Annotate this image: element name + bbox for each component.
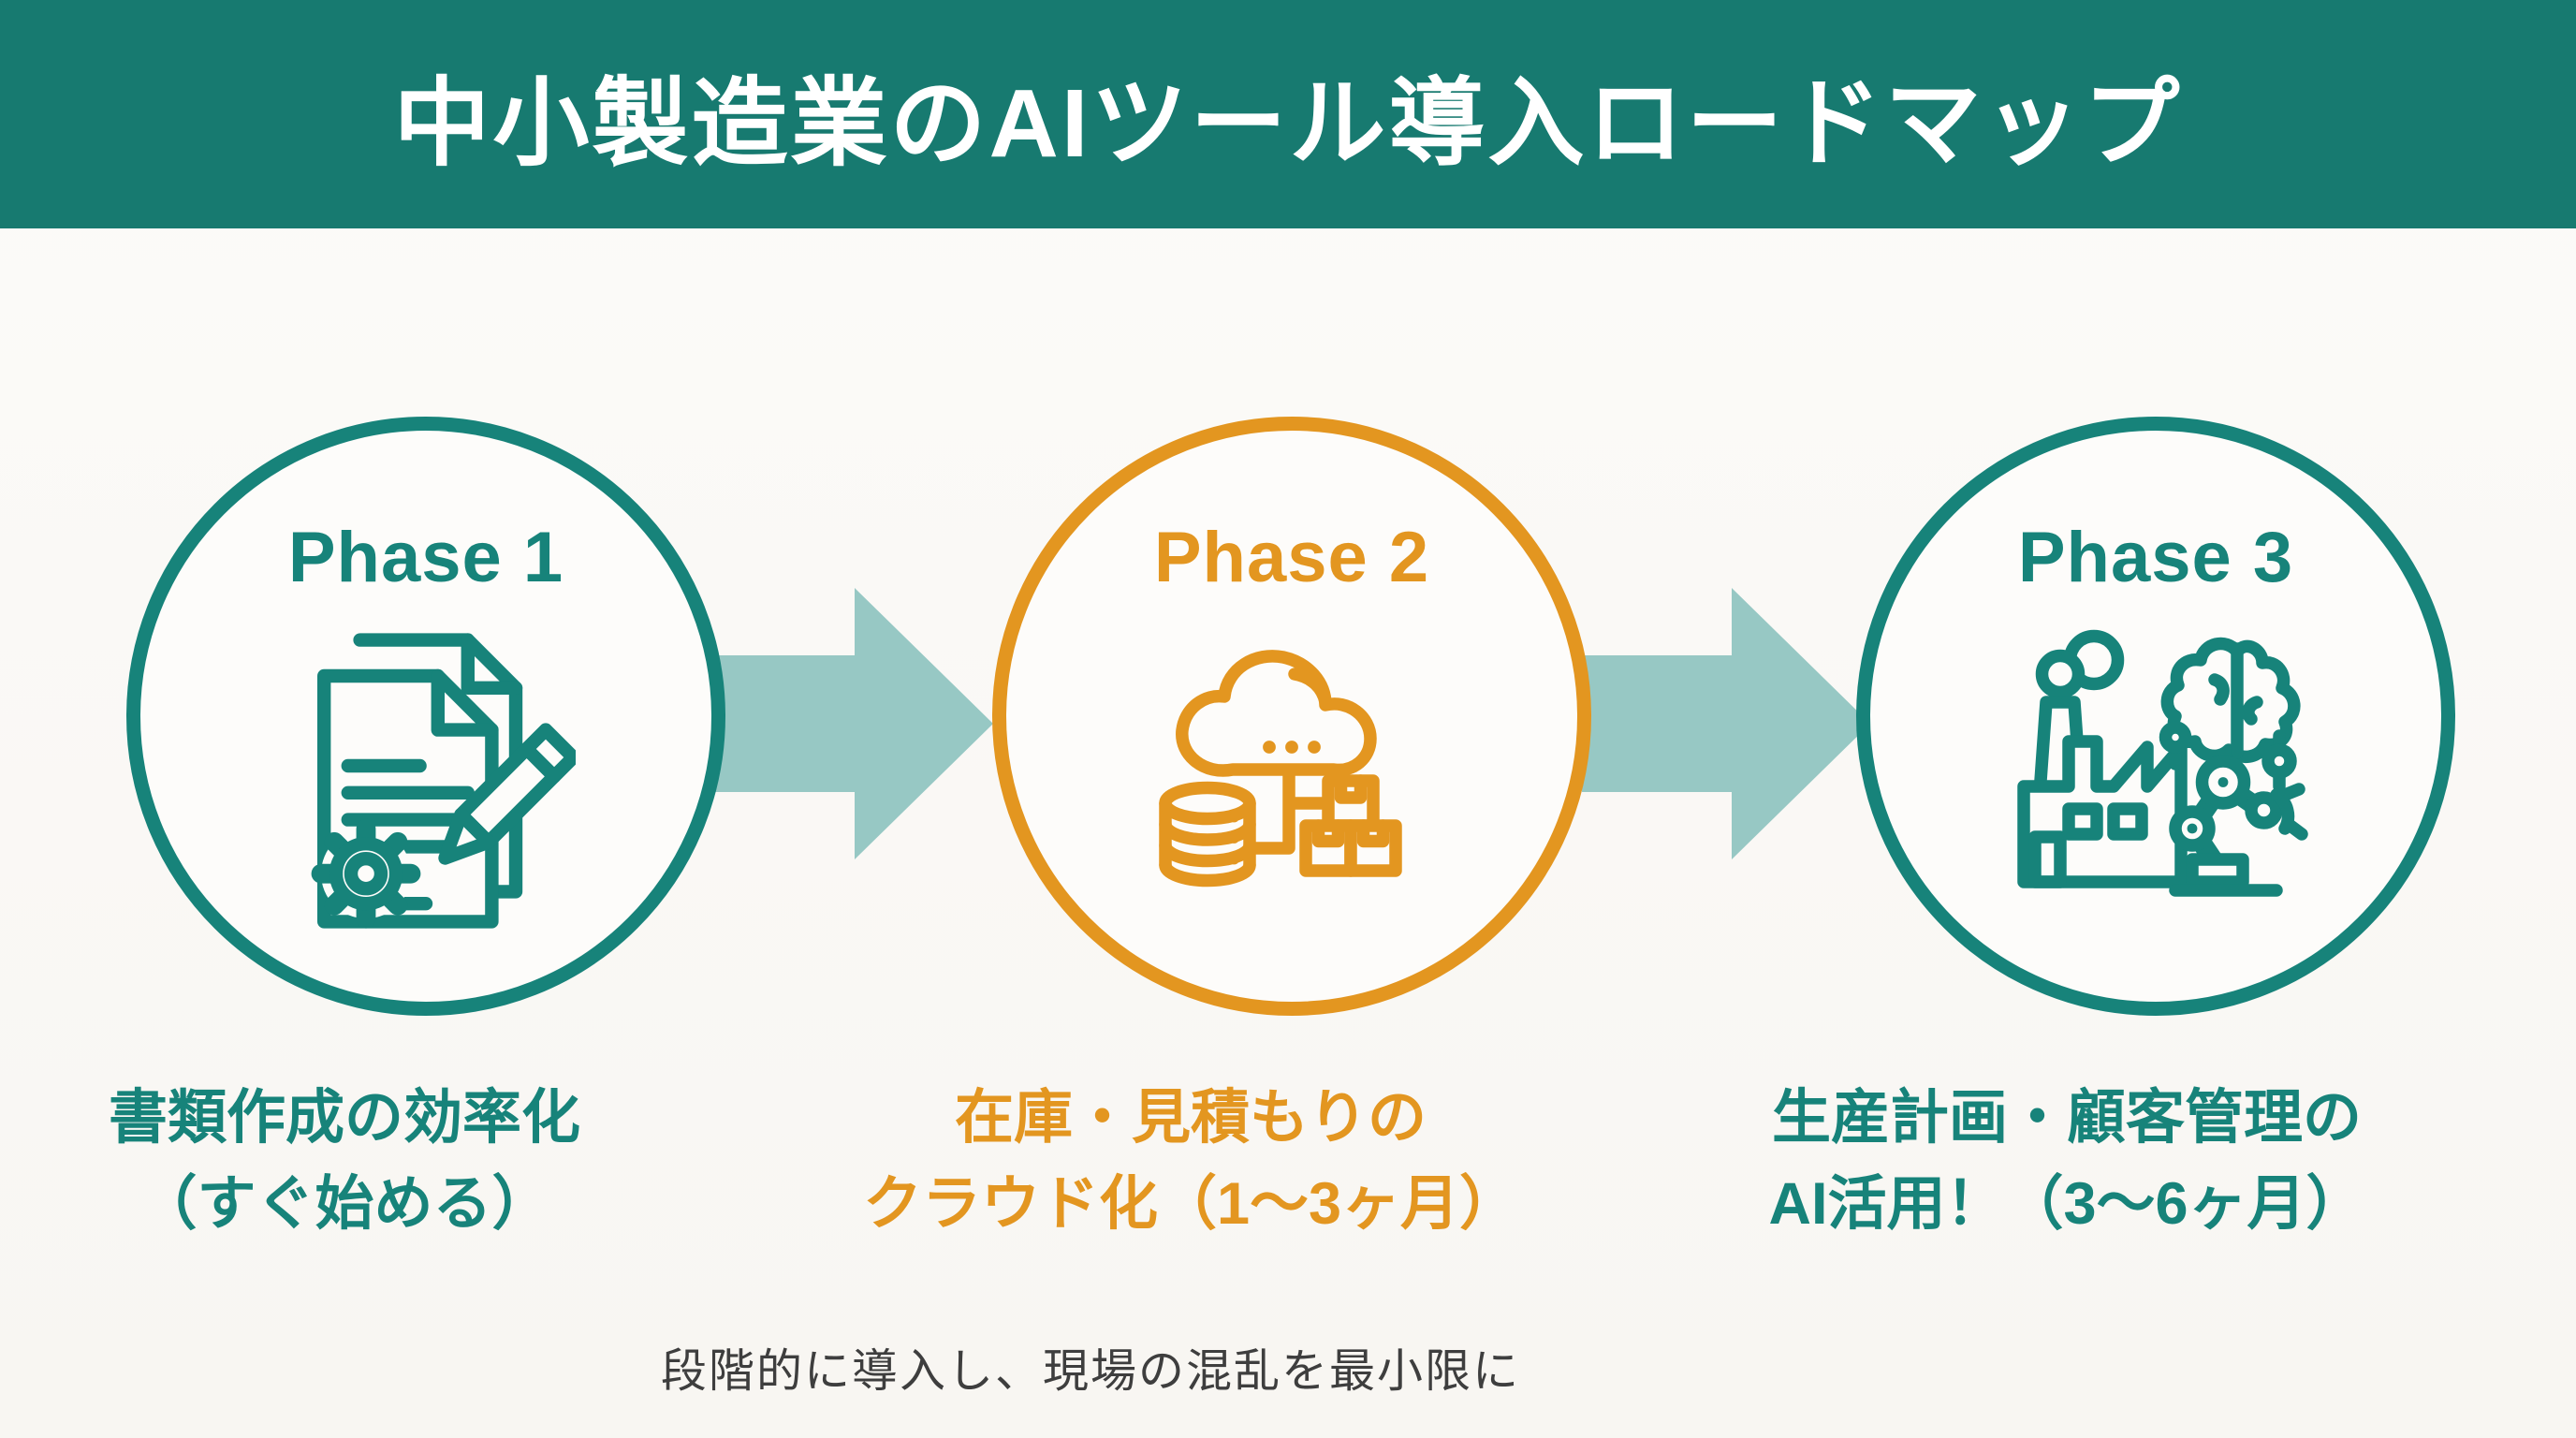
phase-2-caption-line2: クラウド化（1〜3ヶ月）	[862, 1171, 1519, 1237]
cloud-database-boxes-icon	[1159, 650, 1402, 888]
phase-3-label: Phase 3	[2017, 518, 2294, 597]
documents-gear-pencil-icon	[311, 633, 576, 929]
factory-ai-brain-robot-icon	[2017, 629, 2308, 897]
arrow-right-icon	[705, 588, 993, 859]
page-title: 中小製造業のAIツール導入ロードマップ	[393, 68, 2183, 177]
phase-3-caption: 生産計画・顧客管理の AI活用！（3〜6ヶ月）	[1768, 1075, 2364, 1247]
header-banner: 中小製造業のAIツール導入ロードマップ	[0, 0, 2576, 228]
arrow-right-icon	[1582, 588, 1870, 859]
phase-1-label: Phase 1	[287, 518, 564, 597]
phase-1-caption-line2: （すぐ始める）	[138, 1171, 551, 1237]
phase-2-label: Phase 2	[1153, 518, 1430, 597]
phase-2-caption: 在庫・見積もりの クラウド化（1〜3ヶ月）	[863, 1075, 1518, 1247]
phase-1-caption: 書類作成の効率化 （すぐ始める）	[109, 1075, 580, 1247]
phase-3-circle: Phase 3	[1856, 417, 2455, 1016]
phase-3-caption-line1: 生産計画・顧客管理の	[1771, 1085, 2362, 1151]
footer-note: 段階的に導入し、現場の混乱を最小限に	[660, 1346, 1521, 1397]
phase-3-caption-line2: AI活用！（3〜6ヶ月）	[1768, 1171, 2365, 1237]
phase-1-caption-line1: 書類作成の効率化	[109, 1085, 580, 1151]
phase-2-circle: Phase 2	[992, 417, 1591, 1016]
phase-2-caption-line1: 在庫・見積もりの	[954, 1085, 1427, 1151]
phase-1-circle: Phase 1	[126, 417, 725, 1016]
